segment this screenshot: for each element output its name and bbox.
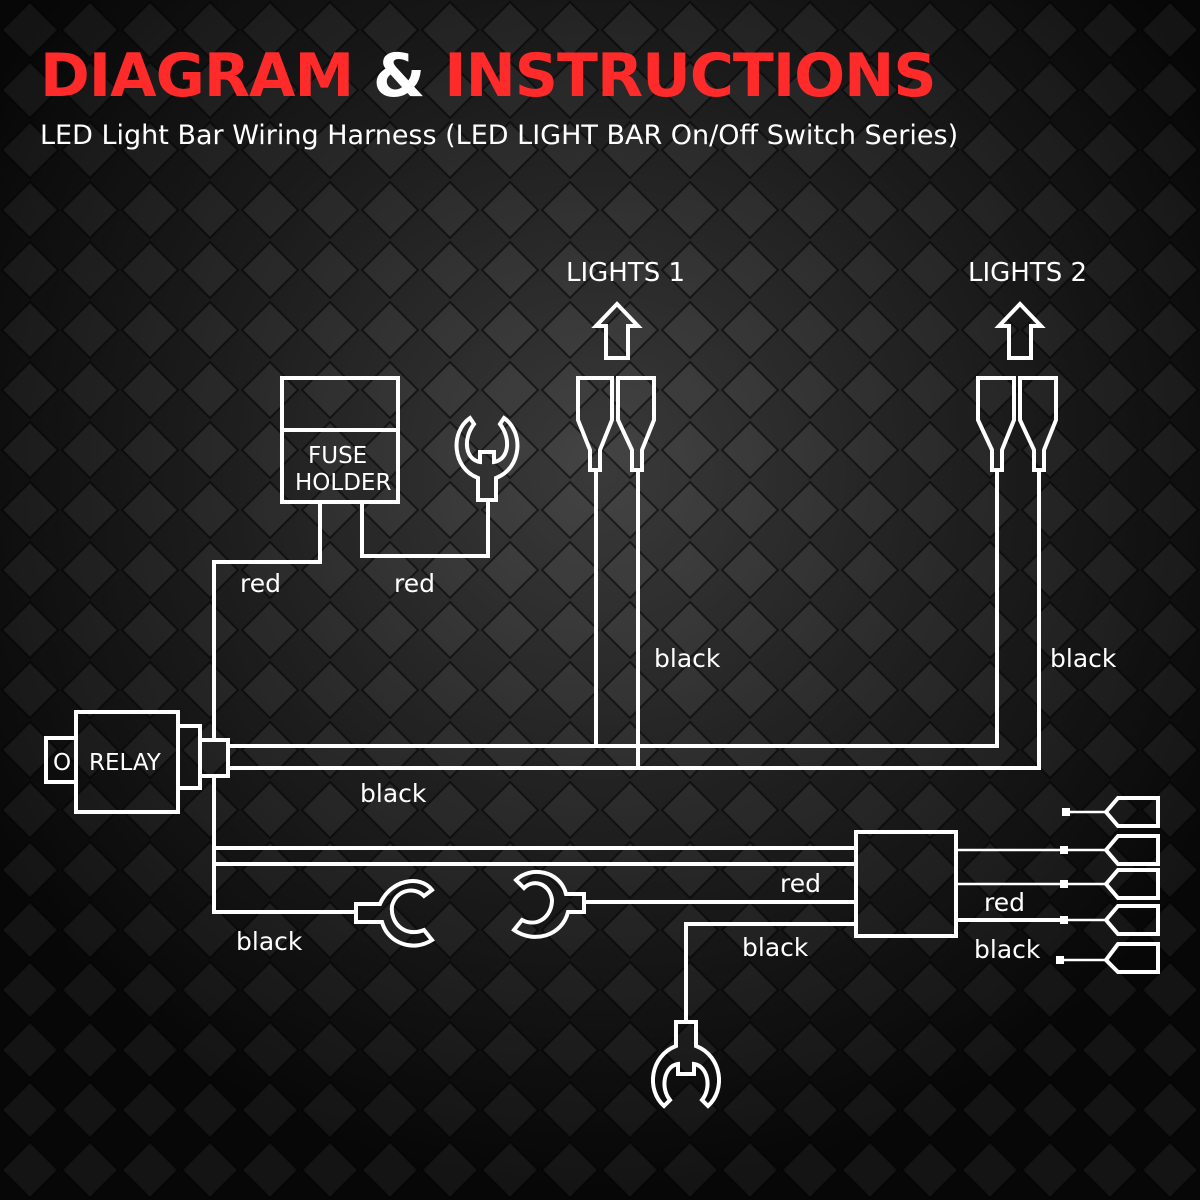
wire-label-black-connector: black (974, 935, 1041, 964)
lights-2-connector-b (1018, 376, 1058, 472)
wire-label-black-switch: black (742, 933, 809, 962)
relay-switch-mark: O (53, 750, 71, 776)
switch-connector-4 (1060, 904, 1160, 936)
lights-1-label: LIGHTS 1 (566, 258, 685, 288)
fork-terminal-ground-icon (650, 1020, 722, 1109)
wire-label-red-fuse: red (394, 569, 435, 598)
fuse-holder: FUSE HOLDER (280, 376, 400, 504)
wire-label-black-lights-2: black (1050, 644, 1117, 673)
wire-label-black-ground: black (236, 927, 303, 956)
wire-label-black-lights-1: black (654, 644, 721, 673)
wire-relay-down (212, 776, 356, 914)
title-diagram: DIAGRAM (40, 41, 354, 111)
switch-connector-2 (1060, 834, 1160, 866)
lights-2-connector-a (976, 376, 1016, 472)
switch-connector-5 (1056, 942, 1160, 974)
relay-plug (176, 724, 202, 790)
wires (212, 470, 1060, 1022)
lights-1-connector-b (616, 376, 656, 472)
wire-label-black-relay: black (360, 779, 427, 808)
title-instructions: INSTRUCTIONS (444, 41, 936, 111)
wire-lights-1-negative (228, 470, 640, 770)
wire-label-red-switch: red (780, 869, 821, 898)
lights-2-spade-connectors (976, 376, 1058, 472)
wire-switch-black (684, 922, 856, 1022)
wire-lights-1-positive (228, 470, 598, 748)
page-subtitle: LED Light Bar Wiring Harness (LED LIGHT … (40, 120, 959, 151)
switch-connectors (1056, 796, 1160, 974)
relay-plug-socket (198, 738, 230, 778)
switch-connector-3 (1060, 868, 1160, 900)
wire-relay-to-fuse (212, 502, 322, 740)
fuse-holder-label-line2: HOLDER (295, 470, 391, 496)
wire-fuse-to-battery (360, 500, 490, 558)
relay-label: RELAY (89, 750, 162, 776)
fork-terminal-battery-positive-icon (454, 415, 520, 502)
title-ampersand: & (373, 41, 425, 111)
wire-lights-2-negative (638, 470, 1041, 770)
lights-1-up-arrow-icon (591, 301, 643, 360)
ring-terminal-ground-icon (354, 879, 435, 948)
page-title: DIAGRAM & INSTRUCTIONS (40, 38, 937, 114)
wire-label-red-connector: red (984, 888, 1025, 917)
wire-label-red-relay: red (240, 569, 281, 598)
fuse-holder-label-line1: FUSE (308, 443, 367, 469)
switch-harness-box (854, 830, 958, 938)
fuse-holder-cap (280, 376, 400, 432)
ring-terminal-switch-icon (511, 870, 586, 939)
switch-connector-1 (1062, 796, 1160, 828)
fuse-holder-body (280, 428, 400, 504)
relay: O RELAY (44, 710, 230, 814)
lights-1-spade-connectors (576, 376, 656, 472)
lights-2-label: LIGHTS 2 (968, 258, 1087, 288)
lights-2-up-arrow-icon (994, 301, 1046, 360)
lights-1-connector-a (576, 376, 614, 472)
wire-lights-2-positive (596, 470, 999, 748)
